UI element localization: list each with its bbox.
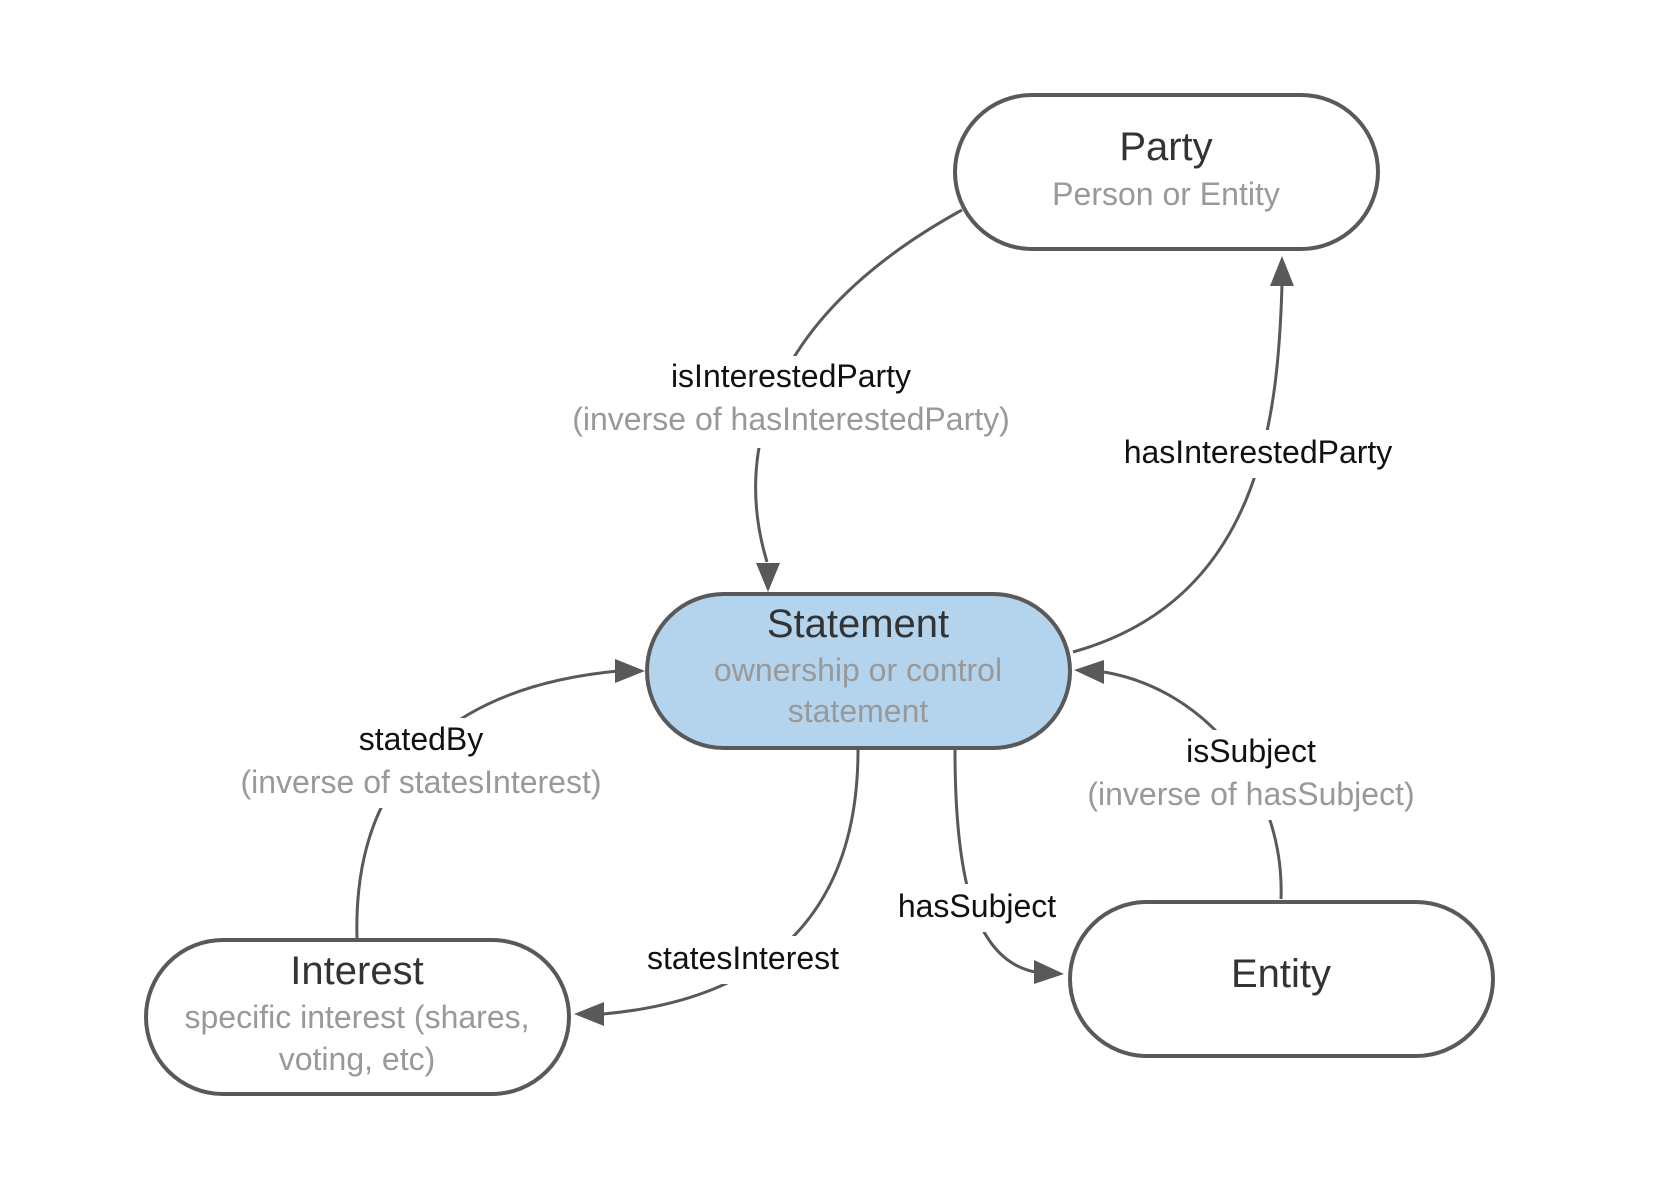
- edge-has-interested-party-line: [1072, 284, 1284, 654]
- label-states-interest: statesInterest: [630, 936, 855, 984]
- edge-label-states-interest: statesInterest: [647, 940, 839, 976]
- node-statement: Statement ownership or control statement: [645, 592, 1072, 750]
- node-interest-shape: [144, 938, 571, 1096]
- node-statement-subtitle-line1: ownership or control: [714, 652, 1002, 688]
- node-interest-subtitle-line1: specific interest (shares,: [184, 999, 529, 1035]
- node-party-shape: [953, 93, 1380, 251]
- edge-label-is-subject: isSubject: [1186, 733, 1316, 769]
- arrowhead-is-interested-party: [756, 563, 780, 592]
- edge-note-stated-by: (inverse of statesInterest): [240, 764, 601, 800]
- node-interest: Interest specific interest (shares, voti…: [144, 938, 571, 1096]
- edge-has-interested-party: [1072, 256, 1294, 654]
- arrowhead-has-subject: [1034, 960, 1064, 984]
- node-entity-shape: [1068, 900, 1495, 1058]
- edge-label-stated-by: statedBy: [359, 721, 484, 757]
- arrowhead-has-interested-party: [1270, 256, 1294, 286]
- node-entity-title: Entity: [1231, 952, 1331, 996]
- label-is-interested-party: isInterestedParty (inverse of hasInteres…: [545, 356, 1035, 448]
- label-stated-by: statedBy (inverse of statesInterest): [215, 718, 625, 808]
- node-party-title: Party: [1119, 125, 1212, 169]
- node-statement-shape: [645, 592, 1072, 750]
- edge-label-is-interested-party: isInterestedParty: [671, 358, 911, 394]
- edge-has-subject-line: [953, 749, 1036, 974]
- edge-label-has-interested-party: hasInterestedParty: [1124, 434, 1393, 470]
- node-interest-title: Interest: [290, 949, 423, 993]
- node-entity: Entity: [1068, 900, 1495, 1058]
- node-statement-subtitle-line2: statement: [788, 693, 929, 729]
- node-interest-subtitle-line2: voting, etc): [279, 1041, 436, 1077]
- arrowhead-stated-by: [615, 659, 645, 683]
- label-has-interested-party: hasInterestedParty: [1105, 430, 1410, 478]
- node-statement-title: Statement: [767, 602, 949, 646]
- label-has-subject: hasSubject: [882, 884, 1072, 932]
- node-party-subtitle: Person or Entity: [1052, 176, 1280, 212]
- arrowhead-is-subject: [1074, 660, 1104, 684]
- edge-note-is-interested-party: (inverse of hasInterestedParty): [572, 401, 1010, 437]
- arrowhead-states-interest: [574, 1002, 604, 1026]
- edge-note-is-subject: (inverse of hasSubject): [1087, 776, 1414, 812]
- edge-has-subject: [953, 749, 1064, 984]
- node-party: Party Person or Entity: [953, 93, 1380, 251]
- edge-label-has-subject: hasSubject: [898, 888, 1056, 924]
- label-is-subject: isSubject (inverse of hasSubject): [1065, 730, 1440, 820]
